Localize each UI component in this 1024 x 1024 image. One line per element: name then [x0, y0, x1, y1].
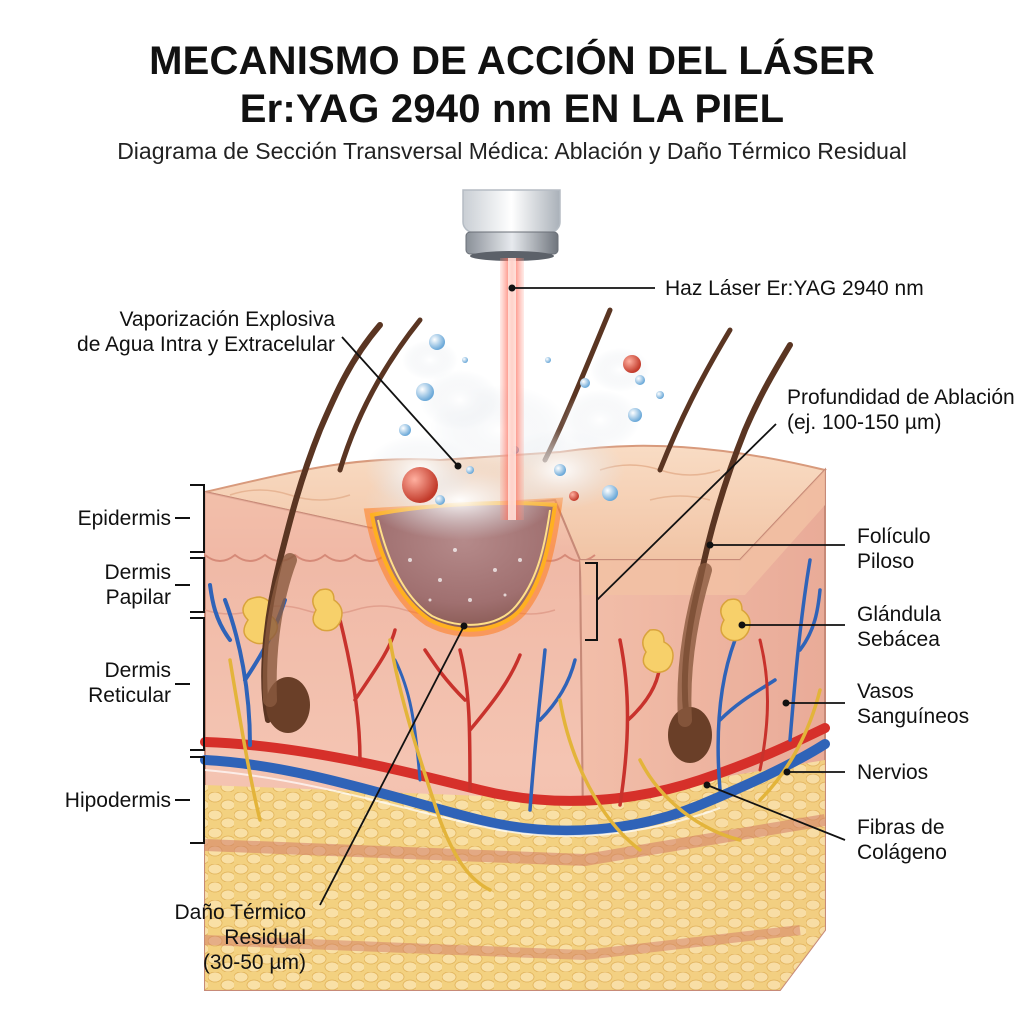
label-thermal-damage-line3: (30-50 µm): [202, 951, 306, 974]
sebaceous-gland-center: [312, 588, 343, 632]
label-blood-vessels: Vasos Sanguíneos: [857, 679, 969, 729]
label-blood-vessels-line2: Sanguíneos: [857, 705, 970, 728]
hair-follicle-left: [261, 322, 383, 733]
label-hair-follicle: Folículo Piloso: [857, 524, 931, 574]
label-epidermis: Epidermis: [77, 507, 171, 530]
label-thermal-damage-line1: Daño Térmico: [174, 901, 307, 924]
label-sebaceous-gland: Glándula Sebácea: [857, 602, 941, 652]
label-blood-vessels-line1: Vasos: [857, 680, 914, 703]
label-collagen-fibers: Fibras de Colágeno: [857, 815, 947, 865]
label-hair-follicle-line1: Folículo: [857, 525, 931, 548]
label-collagen-fibers-line1: Fibras de: [857, 816, 945, 839]
laser-handpiece: [462, 189, 561, 261]
hair-shaft-left-2: [337, 317, 423, 473]
hair-follicle-right: [668, 342, 793, 763]
label-ablation-depth-line2: (ej. 100-150 µm): [787, 411, 942, 434]
label-collagen-fibers-line2: Colágeno: [857, 841, 947, 864]
subtitle: Diagrama de Sección Transversal Médica: …: [117, 138, 907, 164]
label-hypodermis: Hipodermis: [64, 789, 171, 812]
label-sebaceous-gland-line1: Glándula: [857, 603, 942, 626]
label-papillary-dermis-line1: Dermis: [104, 561, 172, 584]
label-thermal-damage-line2: Residual: [224, 926, 306, 949]
vein-main: [200, 739, 830, 836]
label-thermal-damage: Daño Térmico Residual (30-50 µm): [175, 900, 307, 975]
layer-brackets: [175, 484, 598, 844]
label-reticular-dermis: Dermis Reticular: [88, 658, 171, 708]
label-vaporization-line2: de Agua Intra y Extracelular: [77, 333, 335, 356]
water-droplets: [399, 334, 664, 505]
leader-lines: [319, 287, 846, 906]
label-nerves: Nervios: [857, 761, 929, 784]
label-papillary-dermis: Dermis Papilar: [105, 560, 172, 610]
label-vaporization: Vaporización Explosiva de Agua Intra y E…: [77, 307, 335, 357]
label-ablation-depth-line1: Profundidad de Ablación: [787, 386, 1015, 409]
title-line-2: Er:YAG 2940 nm EN LA PIEL: [239, 87, 785, 131]
artery-main: [200, 723, 830, 806]
title-line-1: MECANISMO DE ACCIÓN DEL LÁSER: [149, 39, 875, 83]
hair-shaft-right-2: [657, 327, 733, 473]
label-reticular-dermis-line1: Dermis: [104, 659, 172, 682]
label-laser-beam: Haz Láser Er:YAG 2940 nm: [665, 277, 924, 300]
label-reticular-dermis-line2: Reticular: [88, 684, 171, 707]
label-vaporization-line1: Vaporización Explosiva: [119, 308, 335, 331]
label-hair-follicle-line2: Piloso: [857, 550, 915, 573]
label-papillary-dermis-line2: Papilar: [105, 586, 171, 609]
sebaceous-gland-right: [642, 598, 751, 674]
label-sebaceous-gland-line2: Sebácea: [857, 628, 940, 651]
label-ablation-depth: Profundidad de Ablación (ej. 100-150 µm): [787, 385, 1015, 435]
